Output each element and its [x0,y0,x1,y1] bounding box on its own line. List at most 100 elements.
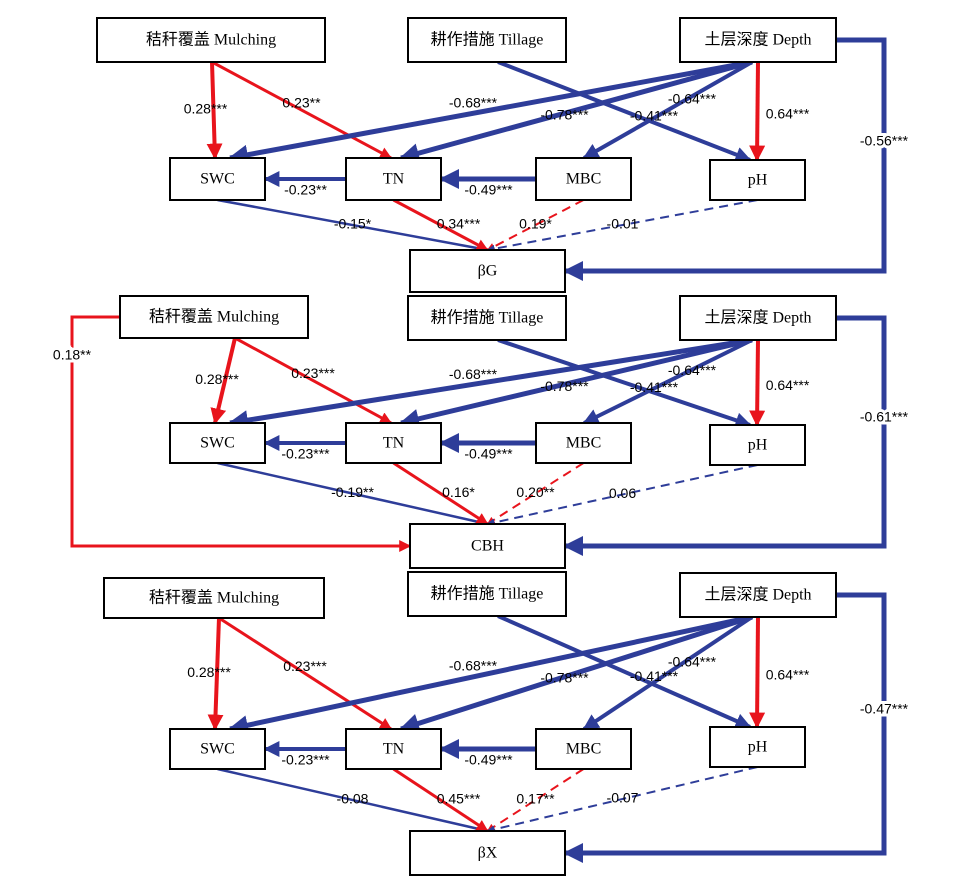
edge-depth-ph [749,339,766,427]
node-box [709,726,806,768]
node-tn: TN [345,157,442,201]
coef-tillage-ph: -0.41*** [630,379,679,395]
coef-mbc-outcome: 0.20** [516,484,555,500]
node-label: 耕作措施 Tillage [431,585,544,603]
coef-mbc-tn: -0.49*** [464,752,513,768]
node-box [679,295,837,341]
node-mbc: MBC [535,728,632,770]
edge-depth-swc [228,614,753,736]
coef-depth-mbc: -0.64*** [668,91,717,107]
coef-swc-outcome: -0.15* [334,216,372,232]
node-label: TN [383,171,405,188]
node-label: pH [748,739,768,756]
node-outcome: βX [409,830,566,876]
node-label: 耕作措施 Tillage [431,31,544,49]
node-box [96,17,326,63]
coef-depth-mbc: -0.64*** [668,654,717,670]
node-label: SWC [200,435,235,452]
edge-mulching-tn [211,60,393,160]
edge-depth-tn [399,337,753,429]
node-outcome: βG [409,249,566,293]
edge-swc-outcome [217,461,489,527]
coef-mulching-tn: 0.23** [282,95,321,111]
node-box [169,157,266,201]
node-label: βX [478,845,498,862]
edge-tillage-ph [497,60,752,163]
edge-swc-outcome [217,198,489,254]
node-tillage: 耕作措施 Tillage [407,571,567,617]
node-mbc: MBC [535,422,632,464]
coef-tn-swc: -0.23** [284,182,327,198]
node-mulching: 秸秆覆盖 Mulching [103,577,325,619]
node-box [709,424,806,466]
coef-mbc-tn: -0.49*** [464,446,513,462]
node-label: MBC [566,741,602,758]
edge-mulching-tn [234,336,393,425]
node-tillage: 耕作措施 Tillage [407,17,567,63]
coef-mulching-tn: 0.23*** [283,658,327,674]
edge-depth-swc [228,337,753,431]
coef-tn-outcome: 0.34*** [437,216,481,232]
coef-tillage-ph: -0.41*** [630,668,679,684]
coef-mulching-swc: 0.28*** [184,101,228,117]
edge-depth-mbc [582,615,754,731]
coef-mbc-outcome: 0.19* [519,216,552,232]
panel-coefficients: 0.28***0.23***-0.68***-0.78***-0.64***-0… [187,654,911,807]
node-tn: TN [345,422,442,464]
edge-depth-swc [228,59,753,165]
coef-depth-ph: 0.64*** [766,106,810,122]
node-box [409,830,566,876]
coef-depth-ph: 0.64*** [766,667,810,683]
node-label: pH [748,437,768,454]
coef-mulching-swc: 0.28*** [195,371,239,387]
coef-mbc-tn: -0.49*** [464,182,513,198]
coef-depth-outcome: -0.61*** [860,409,909,425]
node-box [345,422,442,464]
node-ph: pH [709,424,806,466]
node-label: 秸秆覆盖 Mulching [146,31,276,49]
edge-ph-outcome [486,199,758,253]
coef-mulching-outcome: 0.18** [53,347,92,363]
edge-tillage-ph [497,614,752,729]
node-ph: pH [709,726,806,768]
node-label: CBH [471,538,504,555]
node-box [169,422,266,464]
node-box [407,295,567,341]
node-mbc: MBC [535,157,632,201]
edge-ph-outcome [486,766,758,834]
node-outcome: CBH [409,523,566,569]
node-depth: 土层深度 Depth [679,295,837,341]
edge-tillage-ph [497,338,752,428]
node-box [679,17,837,63]
node-label: SWC [200,171,235,188]
edge-depth-ph [749,616,766,729]
coef-mulching-tn: 0.23*** [291,365,335,381]
node-label: TN [383,741,405,758]
edge-depth-ph [749,61,766,162]
panel-edges [206,37,887,281]
node-box [345,157,442,201]
node-box [407,571,567,617]
edge-depth-mbc [582,60,753,160]
coef-tillage-ph: -0.41*** [630,108,679,124]
node-box [535,422,632,464]
edge-depth-tn [399,59,753,163]
coef-depth-ph: 0.64*** [766,377,810,393]
node-label: MBC [566,171,602,188]
edge-tn-outcome [392,461,489,526]
edge-mulching-swc [206,61,223,160]
node-label: SWC [200,741,235,758]
node-box [679,572,837,618]
edge-mulching-tn [218,616,393,731]
node-label: TN [383,435,405,452]
edge-depth-mbc [582,338,753,425]
node-box [709,159,806,201]
coef-depth-outcome: -0.56*** [860,133,909,149]
node-tillage: 耕作措施 Tillage [407,295,567,341]
edge-mbc-outcome [486,768,585,832]
panel-coefficients: 0.28***0.23**-0.68***-0.78***-0.64***-0.… [184,91,912,232]
